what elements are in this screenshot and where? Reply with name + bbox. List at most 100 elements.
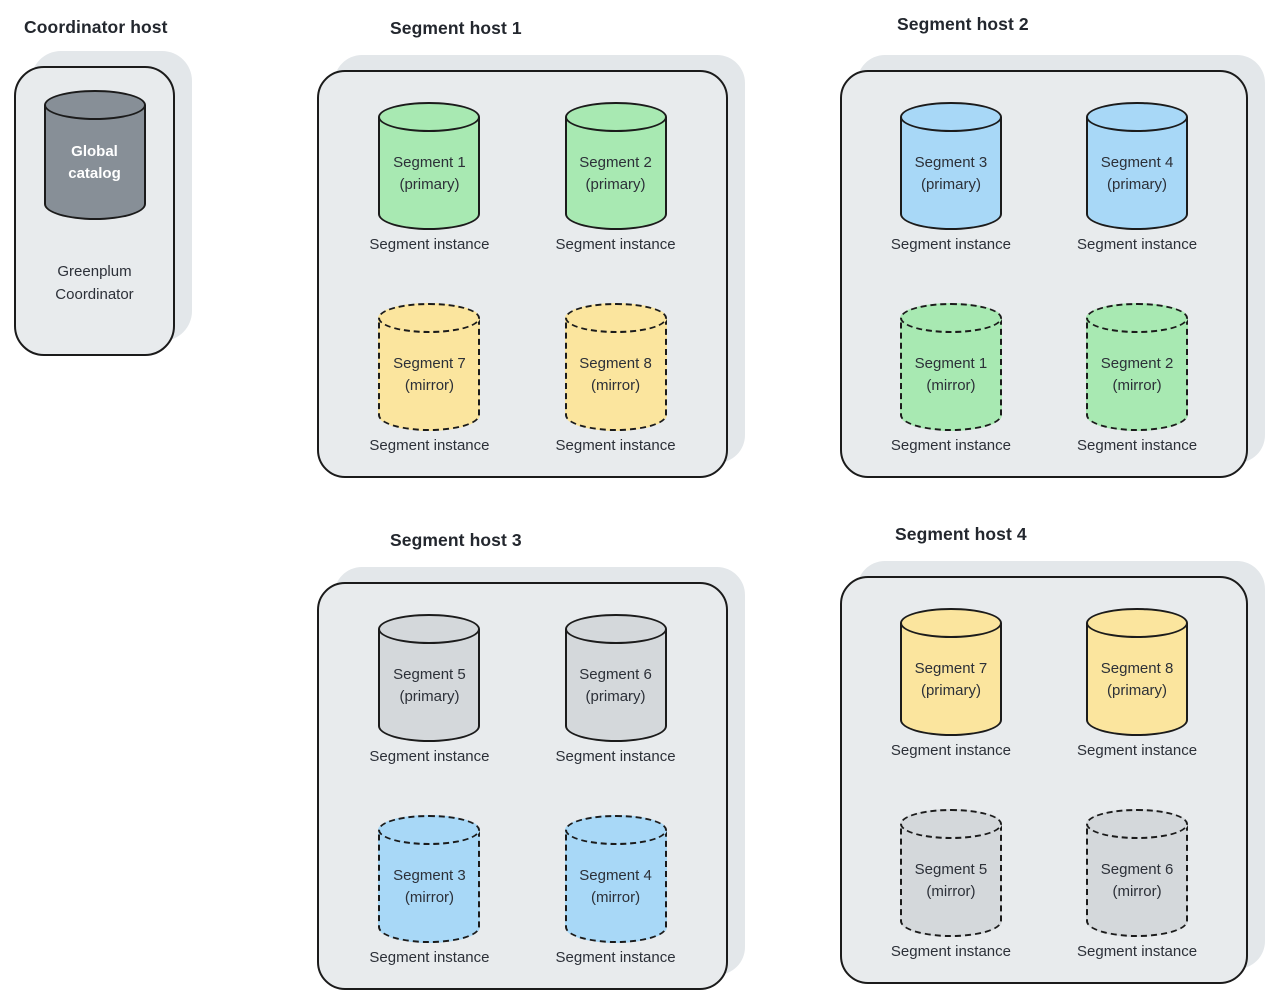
cylinder-top-ellipse [564, 614, 667, 644]
segment-label: Segment 4 (mirror) [567, 843, 665, 931]
segment-label: Segment 6 (primary) [567, 642, 665, 730]
segment-label: Segment 8 (primary) [1088, 636, 1186, 724]
segment-label: Segment 1 (primary) [380, 130, 478, 218]
segment-instance-caption: Segment instance [1077, 943, 1198, 960]
segment-instance-group: Segment 5 (mirror) Segment instance [891, 809, 1011, 960]
segment-cylinder: Segment 8 (primary) [1086, 608, 1189, 736]
segment-instance-group: Segment 4 (mirror) Segment instance [556, 815, 676, 966]
cylinder-top-ellipse [1086, 809, 1189, 839]
segment-instance-group: Segment 1 (mirror) Segment instance [891, 303, 1011, 454]
segment-role: (primary) [1107, 682, 1168, 699]
segment-host-2-panel: Segment 3 (primary) Segment instance Seg… [840, 70, 1248, 478]
segment-role: (primary) [920, 682, 981, 699]
segment-instance-group: Segment 8 (mirror) Segment instance [556, 303, 676, 454]
cylinder-body [378, 629, 481, 742]
segment-label: Segment 5 (primary) [380, 642, 478, 730]
mirror-row: Segment 7 (mirror) Segment instance Segm… [369, 303, 676, 454]
segment-host-2-content: Segment 3 (primary) Segment instance Seg… [842, 72, 1246, 476]
segment-instance-caption: Segment instance [555, 949, 676, 966]
segment-role: (primary) [920, 176, 981, 193]
segment-instance-caption: Segment instance [1077, 236, 1198, 253]
cylinder-top-ellipse [378, 815, 481, 845]
cylinder-body [564, 629, 667, 742]
segment-name: Segment 6 [579, 665, 652, 683]
segment-instance-group: Segment 4 (primary) Segment instance [1077, 102, 1197, 253]
segment-cylinder: Segment 6 (mirror) [1086, 809, 1189, 937]
segment-cylinder: Segment 6 (primary) [564, 614, 667, 742]
cylinder-top-ellipse [378, 102, 481, 132]
segment-host-1-title: Segment host 1 [390, 18, 522, 38]
segment-role: (mirror) [590, 377, 641, 394]
segment-host-1-panel: Segment 1 (primary) Segment instance Seg… [317, 70, 728, 478]
segment-instance-group: Segment 2 (primary) Segment instance [556, 102, 676, 253]
segment-instance-caption: Segment instance [555, 748, 676, 765]
cylinder-top-ellipse [899, 303, 1002, 333]
segment-host-4-content: Segment 7 (primary) Segment instance Seg… [842, 578, 1246, 982]
segment-role: (mirror) [1112, 883, 1162, 900]
segment-role: (primary) [399, 176, 460, 193]
segment-cylinder: Segment 3 (primary) [899, 102, 1002, 230]
segment-name: Segment 7 [393, 354, 466, 372]
primary-row: Segment 3 (primary) Segment instance Seg… [891, 102, 1197, 253]
global-catalog-cylinder: Global catalog [43, 90, 146, 220]
segment-instance-group: Segment 3 (mirror) Segment instance [369, 815, 490, 966]
cylinder-body [43, 105, 146, 220]
cylinder-top-ellipse [1086, 608, 1189, 638]
segment-role: (mirror) [1112, 377, 1162, 394]
segment-host-3-title: Segment host 3 [390, 530, 522, 550]
segment-role: (primary) [585, 176, 646, 193]
segment-instance-caption: Segment instance [555, 437, 676, 454]
segment-host-4-panel: Segment 7 (primary) Segment instance Seg… [840, 576, 1248, 984]
segment-instance-caption: Segment instance [890, 236, 1011, 253]
coordinator-host-content: Global catalog Greenplum Coordinator [16, 68, 173, 354]
cylinder-body [899, 117, 1002, 230]
segment-role: (primary) [1107, 176, 1168, 193]
coordinator-caption: Greenplum Coordinator [55, 263, 134, 304]
mirror-row: Segment 3 (mirror) Segment instance Segm… [369, 815, 676, 966]
segment-role: (mirror) [926, 377, 976, 394]
cylinder-body [1086, 117, 1189, 230]
cylinder-top-ellipse [564, 102, 667, 132]
segment-cylinder: Segment 5 (mirror) [899, 809, 1002, 937]
cylinder-top-ellipse [899, 809, 1002, 839]
segment-host-3-panel: Segment 5 (primary) Segment instance Seg… [317, 582, 728, 990]
segment-host-3-content: Segment 5 (primary) Segment instance Seg… [319, 584, 726, 988]
segment-name: Segment 5 [393, 665, 466, 683]
segment-name: Segment 6 [1100, 860, 1174, 878]
segment-role: (primary) [585, 688, 646, 705]
segment-name: Segment 8 [1100, 659, 1174, 677]
segment-instance-group: Segment 7 (mirror) Segment instance [369, 303, 490, 454]
segment-cylinder: Segment 5 (primary) [378, 614, 481, 742]
segment-name: Segment 1 [914, 354, 988, 372]
segment-label: Segment 5 (mirror) [902, 837, 1000, 925]
segment-role: (mirror) [926, 883, 976, 900]
cylinder-top-ellipse [378, 303, 481, 333]
segment-role: (primary) [399, 688, 460, 705]
cylinder-body [1086, 318, 1189, 431]
segment-instance-caption: Segment instance [890, 742, 1011, 759]
cylinder-top-ellipse [1086, 303, 1189, 333]
segment-name: Segment 4 [579, 866, 652, 884]
segment-instance-caption: Segment instance [369, 748, 490, 765]
segment-label: Segment 6 (mirror) [1088, 837, 1186, 925]
segment-instance-group: Segment 6 (primary) Segment instance [556, 614, 676, 765]
cylinder-top-ellipse [564, 303, 667, 333]
segment-name: Segment 7 [914, 659, 988, 677]
segment-role: (mirror) [590, 889, 641, 906]
segment-instance-group: Segment 1 (primary) Segment instance [369, 102, 490, 253]
segment-label: Segment 7 (primary) [902, 636, 1000, 724]
cylinder-body [564, 318, 667, 431]
cylinder-body [899, 824, 1002, 937]
segment-instance-caption: Segment instance [1077, 742, 1198, 759]
cylinder-top-ellipse [564, 815, 667, 845]
segment-name: Segment 3 [393, 866, 466, 884]
primary-row: Segment 7 (primary) Segment instance Seg… [891, 608, 1197, 759]
cylinder-body [378, 117, 481, 230]
segment-cylinder: Segment 1 (primary) [378, 102, 481, 230]
segment-cylinder: Segment 4 (primary) [1086, 102, 1189, 230]
segment-name: Segment 2 [579, 153, 652, 171]
segment-name: Segment 4 [1100, 153, 1174, 171]
segment-instance-caption: Segment instance [369, 949, 490, 966]
segment-label: Segment 2 (mirror) [1088, 331, 1186, 419]
segment-instance-caption: Segment instance [890, 437, 1011, 454]
